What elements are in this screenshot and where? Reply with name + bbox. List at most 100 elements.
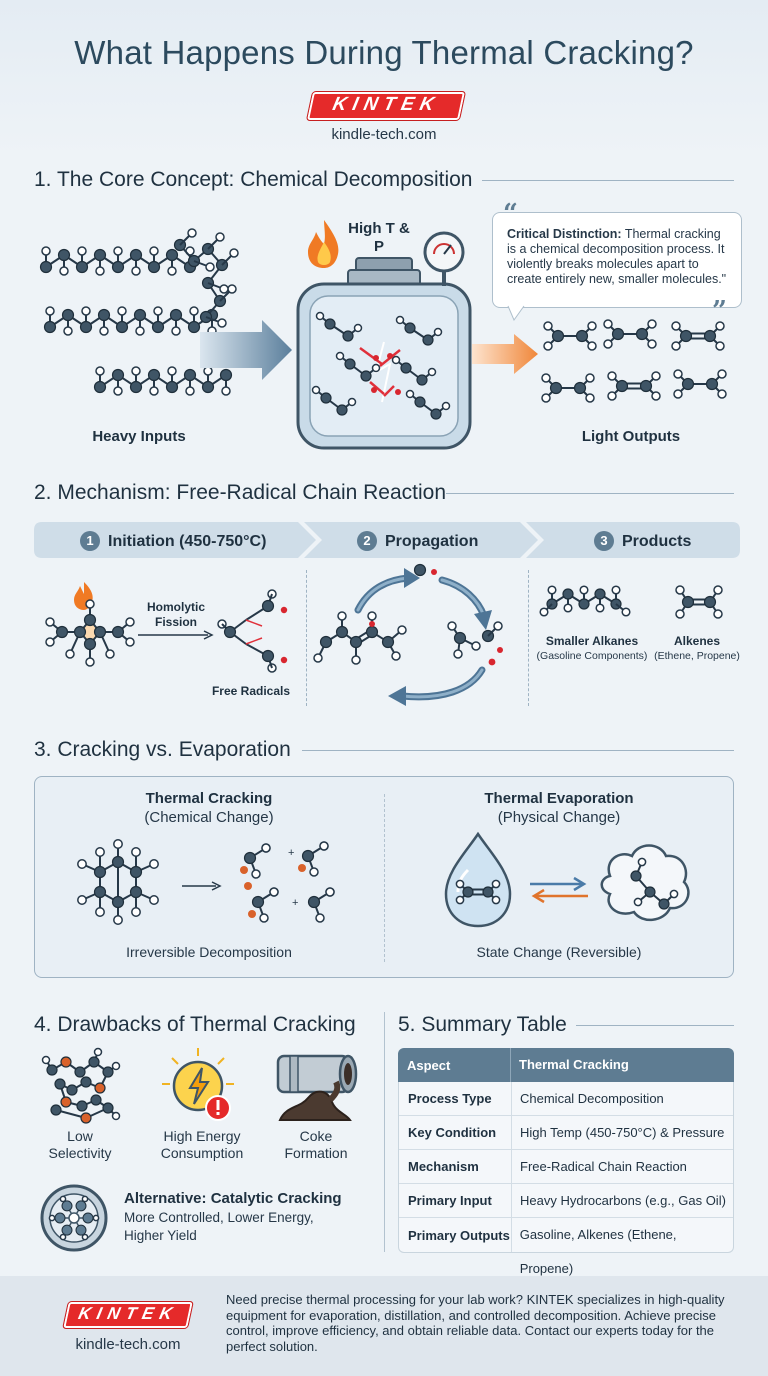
kintek-logo[interactable]: KINTEK — [307, 92, 465, 120]
table-cell-aspect: Primary Outputs — [408, 1227, 510, 1243]
light-molecules-icon — [541, 319, 727, 403]
evaporation-diagram-icon — [444, 831, 690, 928]
step-number-2: 2 — [357, 531, 377, 551]
propagation-cycle-icon — [313, 563, 503, 706]
cracking-diagram-icon: ++ — [77, 839, 335, 925]
tangled-molecule-icon — [41, 1047, 121, 1124]
footer-text: Need precise thermal processing for your… — [226, 1292, 725, 1354]
header-band — [0, 0, 768, 156]
heavy-molecule-icon — [39, 228, 239, 396]
table-cell-aspect: Key Condition — [408, 1125, 497, 1140]
flow-arrow-in-icon — [200, 320, 292, 380]
section3-rule — [302, 750, 734, 751]
table-cell-aspect: Primary Input — [408, 1193, 492, 1208]
product1-sub: (Gasoline Components) — [536, 650, 648, 662]
initiation-molecule-icon — [45, 582, 135, 667]
table-row: Mechanism Free-Radical Chain Reaction — [399, 1149, 733, 1184]
evaporation-sub: (Physical Change) — [497, 809, 621, 826]
table-cell-value: Chemical Decomposition — [511, 1081, 664, 1116]
drawback-2-line1: High Energy — [163, 1128, 241, 1144]
table-cell-aspect: Mechanism — [408, 1159, 479, 1174]
section4-title: 4. Drawbacks of Thermal Cracking — [34, 1013, 356, 1036]
svg-text:+: + — [292, 897, 298, 909]
evaporation-title: Thermal Evaporation — [484, 790, 634, 807]
drawback-2-line2: Consumption — [160, 1145, 244, 1161]
step-products: 3 Products — [594, 531, 691, 551]
drawback-1-line2: Selectivity — [48, 1145, 112, 1161]
alternative-text-1: More Controlled, Lower Energy, — [124, 1210, 314, 1225]
step-initiation-label: Initiation (450-750°C) — [108, 533, 267, 550]
divider-1 — [306, 570, 307, 706]
quote-bold: Critical Distinction: — [507, 227, 622, 241]
table-row: Primary Input Heavy Hydrocarbons (e.g., G… — [399, 1183, 733, 1218]
section2-title: 2. Mechanism: Free-Radical Chain Reactio… — [34, 481, 447, 504]
product2-label: Alkenes — [673, 634, 721, 648]
homolytic-fission-label: Homolytic Fission — [146, 600, 205, 629]
flame-icon — [308, 220, 339, 268]
reactor-molecules-icon — [311, 311, 451, 420]
coke-pipe-icon — [276, 1054, 358, 1121]
energy-warning-icon — [162, 1048, 234, 1121]
quote-tail-icon — [507, 305, 525, 322]
alternative-text-2: Higher Yield — [124, 1228, 197, 1243]
reactor-label: High T & P — [348, 220, 410, 255]
product2-sub: (Ethene, Propene) — [654, 650, 740, 662]
table-cell-value: Heavy Hydrocarbons (e.g., Gas Oil) — [511, 1183, 726, 1218]
table-row: Process Type Chemical Decomposition — [399, 1081, 733, 1116]
footer-url[interactable]: kindle-tech.com — [75, 1336, 181, 1353]
table-header-thermal: Thermal Cracking — [510, 1048, 629, 1082]
evaporation-caption: State Change (Reversible) — [476, 944, 642, 960]
step-products-label: Products — [622, 533, 692, 550]
footer-kintek-logo[interactable]: KINTEK — [63, 1302, 193, 1328]
product1-label: Smaller Alkanes — [545, 634, 639, 648]
table-header-row: Aspect Thermal Cracking — [398, 1048, 734, 1082]
comparison-divider — [384, 794, 385, 962]
products-molecules-icon — [539, 585, 723, 619]
cracking-sub: (Chemical Change) — [144, 809, 274, 826]
free-radicals-label: Free Radicals — [211, 684, 291, 698]
drawback-3-line2: Formation — [284, 1145, 348, 1161]
flow-arrow-out-icon — [472, 334, 538, 374]
svg-text:+: + — [288, 847, 294, 859]
open-quote-icon: “ — [503, 199, 518, 229]
cracking-caption: Irreversible Decomposition — [126, 944, 292, 960]
free-radicals-icon — [217, 589, 288, 673]
drawback-1-line1: Low — [67, 1128, 93, 1144]
section5-rule — [576, 1025, 734, 1026]
step-number-3: 3 — [594, 531, 614, 551]
fission-arrow-icon — [138, 630, 214, 640]
close-quote-icon: ” — [712, 296, 727, 326]
step-propagation: 2 Propagation — [357, 531, 478, 551]
summary-table: Aspect Thermal Cracking Process Type Chem… — [398, 1048, 734, 1276]
section3-title: 3. Cracking vs. Evaporation — [34, 738, 291, 761]
page-title: What Happens During Thermal Cracking? — [74, 34, 694, 71]
table-row: Key Condition High Temp (450-750°C) & Pre… — [399, 1115, 733, 1150]
cracking-title: Thermal Cracking — [145, 790, 273, 807]
table-cell-aspect: Process Type — [408, 1091, 492, 1106]
section4-5-divider — [384, 1012, 385, 1252]
quote-text: Thermal cracking is a chemical decomposi… — [507, 227, 727, 286]
drawback-3-line1: Coke — [299, 1128, 333, 1144]
step-number-1: 1 — [80, 531, 100, 551]
heavy-inputs-label: Heavy Inputs — [92, 428, 186, 445]
catalyst-icon — [40, 1184, 108, 1252]
step-initiation: 1 Initiation (450-750°C) — [80, 531, 266, 551]
step-propagation-label: Propagation — [385, 533, 479, 550]
table-header-aspect: Aspect — [407, 1057, 451, 1073]
section1-title: 1. The Core Concept: Chemical Decomposit… — [34, 168, 473, 191]
light-outputs-label: Light Outputs — [581, 428, 681, 445]
section2-rule — [446, 493, 734, 494]
table-cell-value: Free-Radical Chain Reaction — [511, 1149, 687, 1184]
alternative-title: Alternative: Catalytic Cracking — [124, 1190, 342, 1207]
header-url[interactable]: kindle-tech.com — [331, 126, 437, 143]
section5-title: 5. Summary Table — [398, 1013, 567, 1036]
critical-distinction-quote: “ Critical Distinction: Thermal cracking… — [492, 201, 742, 324]
table-cell-value: High Temp (450-750°C) & Pressure — [511, 1115, 724, 1150]
table-cell-value: Gasoline, Alkenes (Ethene, Propene) — [510, 1218, 733, 1276]
divider-2 — [528, 570, 529, 706]
